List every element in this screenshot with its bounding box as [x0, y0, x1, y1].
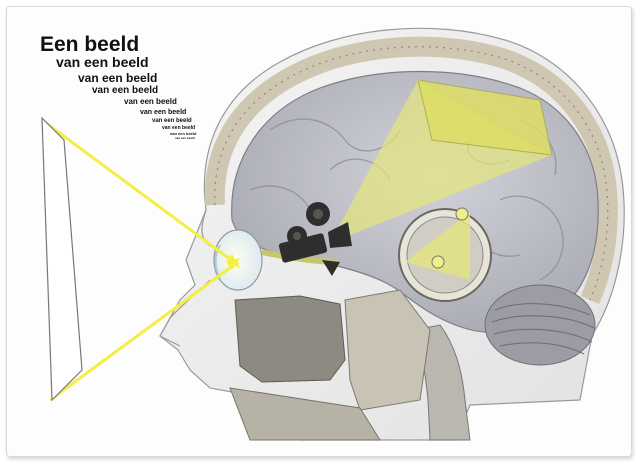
title-line-2: van een beeld	[56, 55, 149, 69]
title-line-7: van een beeld	[152, 118, 192, 124]
sinus-cavity	[235, 296, 345, 382]
title-line-10: van een beeld	[175, 137, 195, 140]
cerebellum	[485, 285, 595, 365]
title-line-3: van een beeld	[78, 72, 157, 84]
title-line-6: van een beeld	[140, 109, 186, 116]
title-line-1: Een beeld	[40, 34, 139, 55]
inner-head	[399, 208, 491, 301]
title-line-5: van een beeld	[124, 98, 177, 106]
title-line-4: van een beeld	[92, 86, 158, 96]
title-stack: Een beeld van een beeld van een beeld va…	[40, 34, 260, 164]
